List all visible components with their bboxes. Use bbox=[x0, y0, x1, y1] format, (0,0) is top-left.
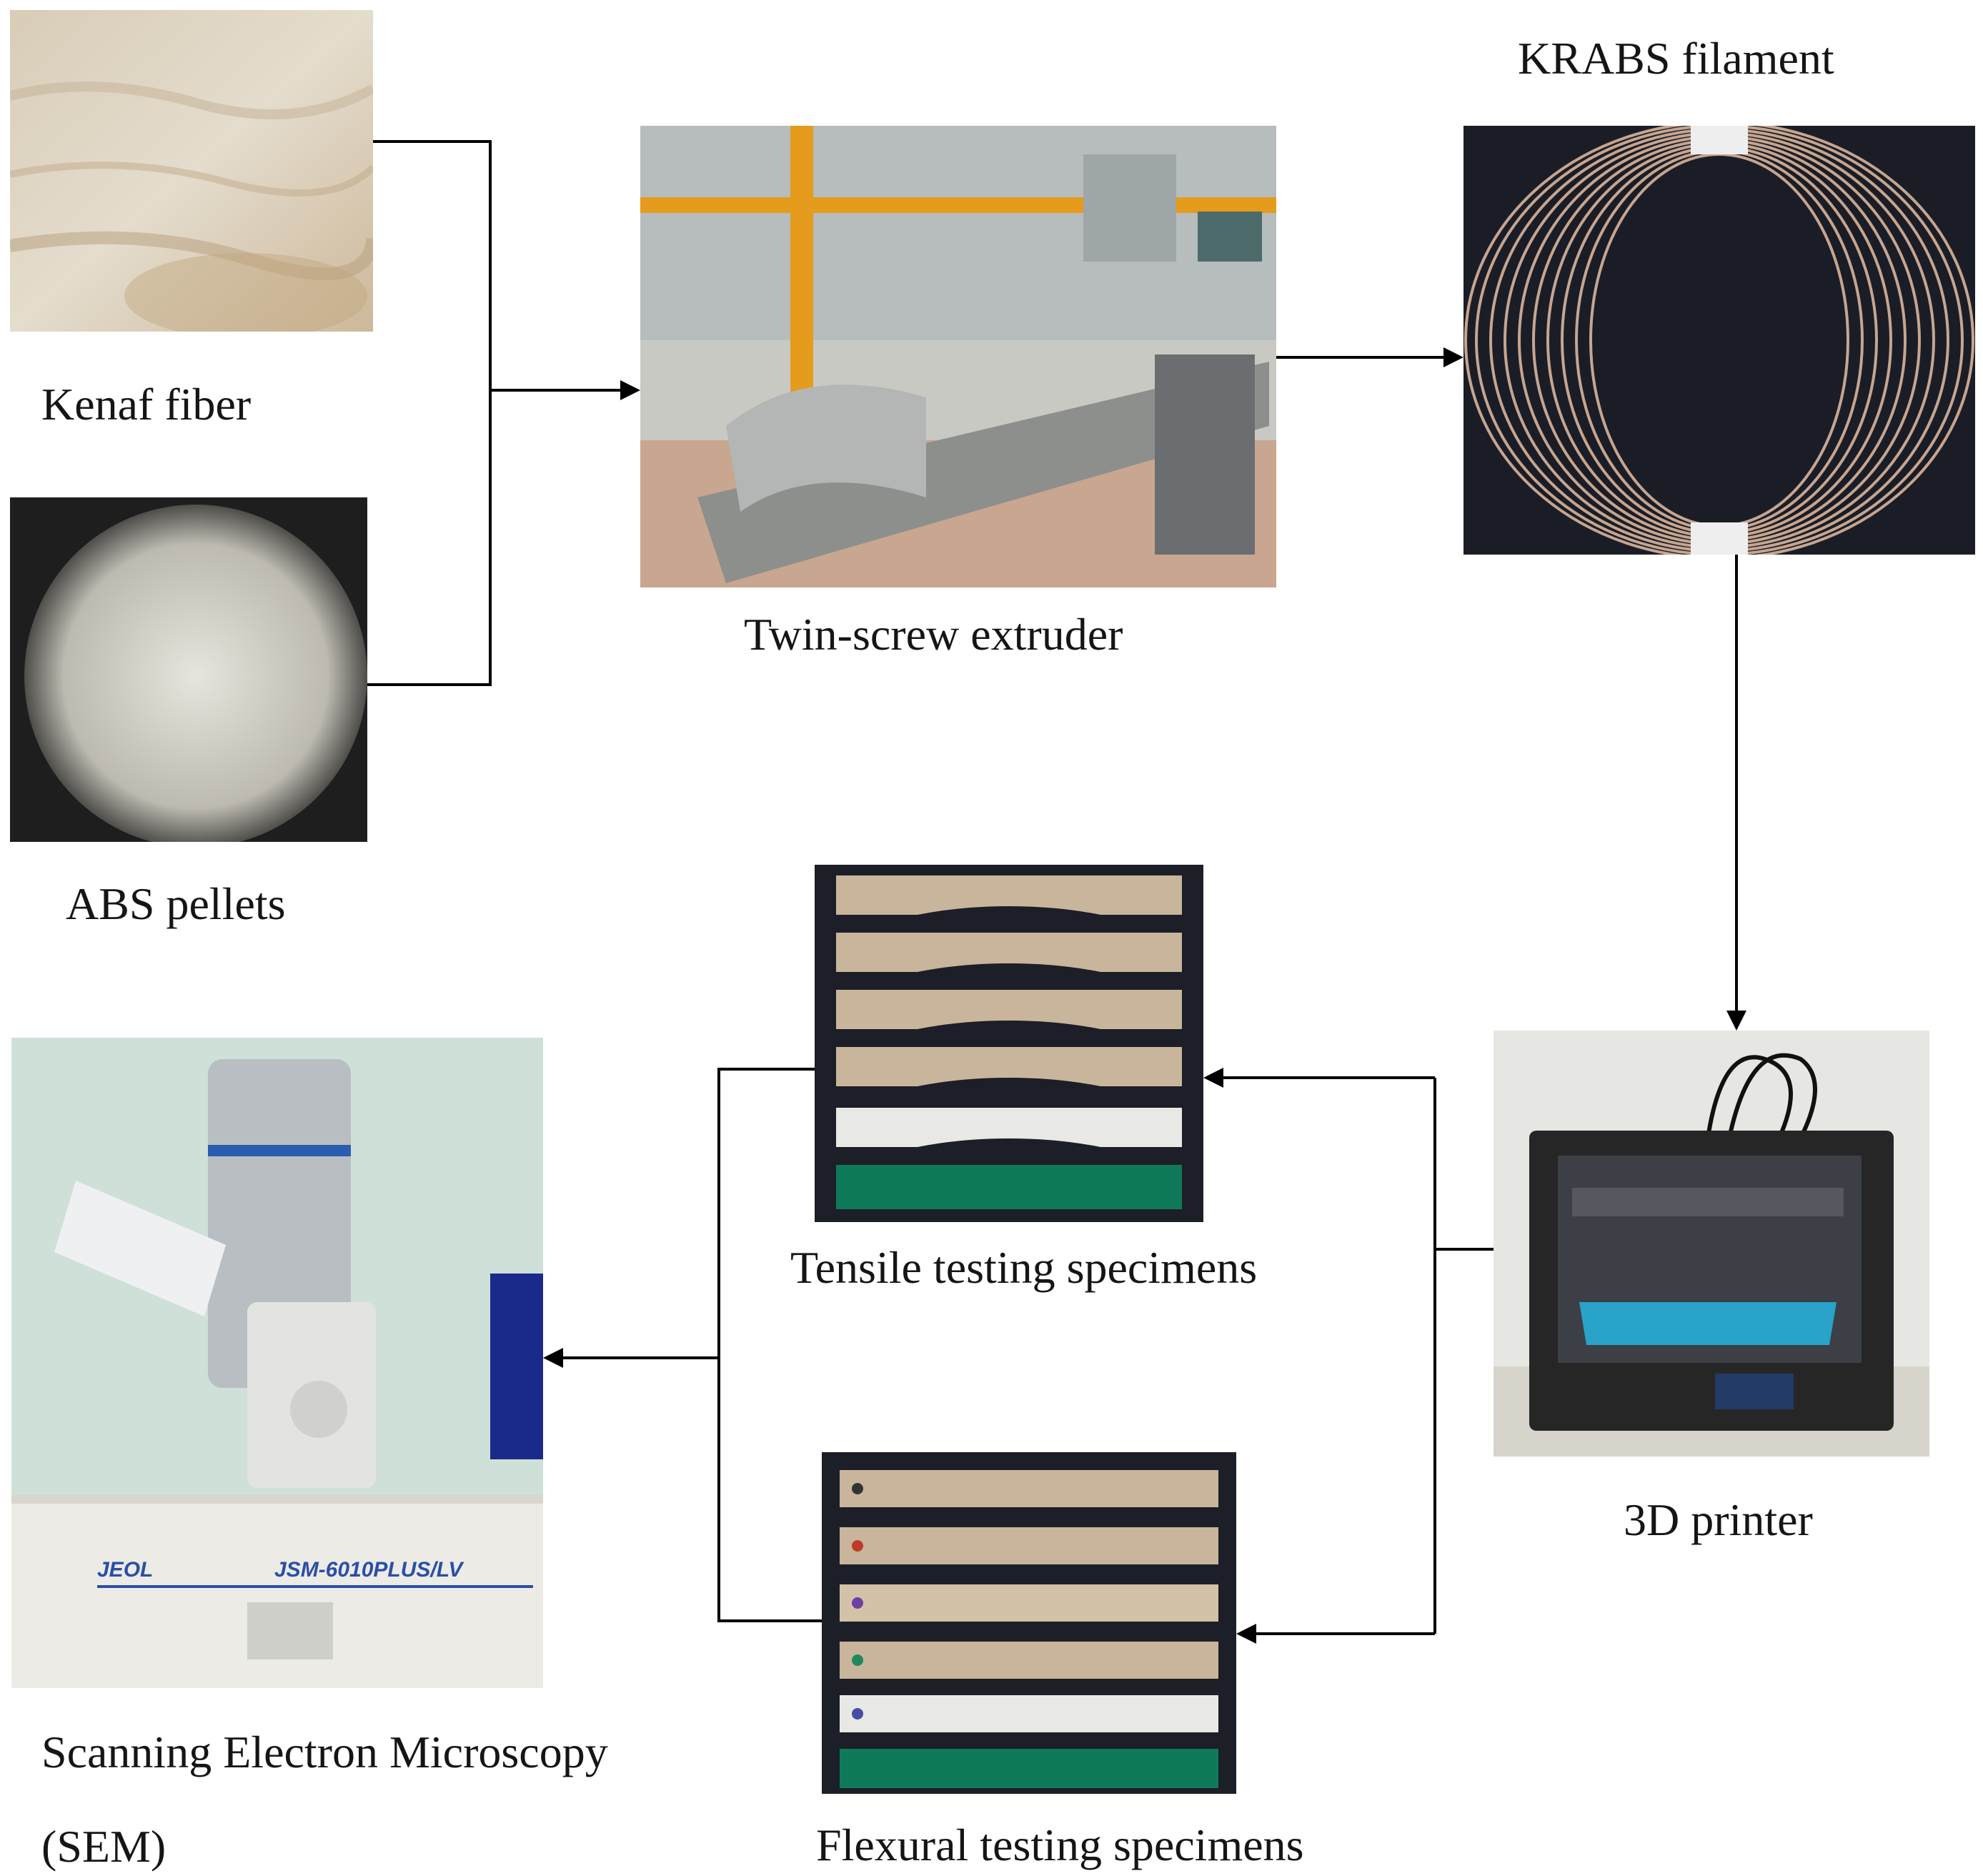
sem-photo: JEOL JSM-6010PLUS/LV bbox=[11, 1038, 543, 1688]
abs-pellets-label: ABS pellets bbox=[66, 878, 286, 929]
kenaf-fiber-photo bbox=[10, 10, 373, 332]
sem-label-line2: (SEM) bbox=[41, 1821, 167, 1872]
sem-model-text: JSM-6010PLUS/LV bbox=[274, 1558, 463, 1582]
printer-label: 3D printer bbox=[1624, 1494, 1813, 1545]
kenaf-connector bbox=[373, 140, 492, 390]
sem-brand-text: JEOL bbox=[97, 1558, 154, 1582]
pellets-connector bbox=[367, 390, 492, 686]
kenaf-fiber-label: Kenaf fiber bbox=[41, 379, 252, 430]
sem-underline bbox=[97, 1585, 533, 1588]
flexural-specimens-label: Flexural testing specimens bbox=[816, 1820, 1304, 1870]
flexural-specimens-photo bbox=[822, 1452, 1236, 1794]
tensile-connector bbox=[717, 1068, 822, 1622]
extruder-photo bbox=[640, 126, 1276, 587]
extruder-label: Twin-screw extruder bbox=[744, 609, 1123, 660]
printer-photo bbox=[1494, 1031, 1929, 1456]
filament-label: KRABS filament bbox=[1518, 33, 1834, 84]
filament-photo bbox=[1463, 126, 1975, 555]
sem-label-line1: Scanning Electron Microscopy bbox=[41, 1727, 608, 1777]
tensile-specimens-photo bbox=[815, 865, 1203, 1222]
abs-pellets-photo bbox=[10, 497, 367, 842]
tensile-specimens-label: Tensile testing specimens bbox=[790, 1242, 1258, 1293]
